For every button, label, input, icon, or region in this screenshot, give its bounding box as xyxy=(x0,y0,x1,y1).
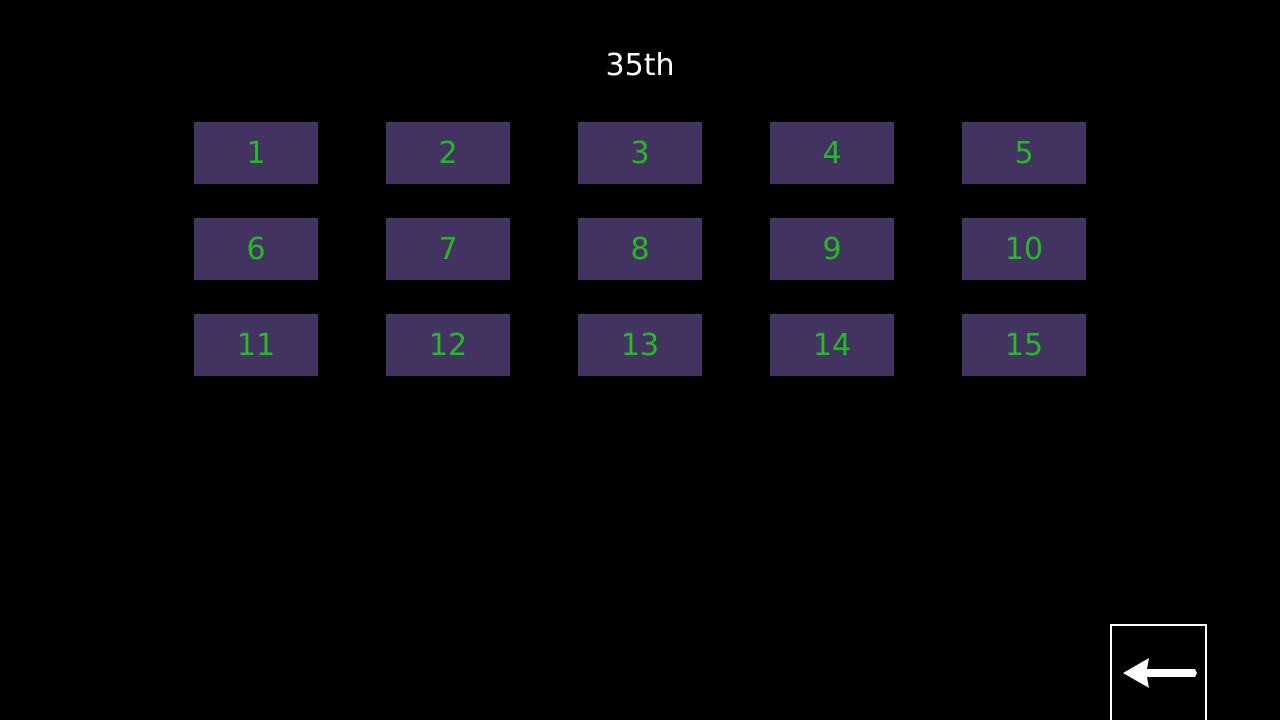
level-button-13[interactable]: 13 xyxy=(578,314,702,376)
level-button-9[interactable]: 9 xyxy=(770,218,894,280)
level-button-12[interactable]: 12 xyxy=(386,314,510,376)
level-button-6[interactable]: 6 xyxy=(194,218,318,280)
level-button-14[interactable]: 14 xyxy=(770,314,894,376)
left-arrow-icon xyxy=(1122,658,1197,688)
level-button-1[interactable]: 1 xyxy=(194,122,318,184)
level-button-2[interactable]: 2 xyxy=(386,122,510,184)
level-grid: 1 2 3 4 5 6 7 8 9 10 11 12 13 14 15 xyxy=(194,122,1086,376)
level-button-15[interactable]: 15 xyxy=(962,314,1086,376)
page-title: 35th xyxy=(605,48,675,83)
level-button-4[interactable]: 4 xyxy=(770,122,894,184)
level-button-5[interactable]: 5 xyxy=(962,122,1086,184)
level-button-10[interactable]: 10 xyxy=(962,218,1086,280)
level-button-3[interactable]: 3 xyxy=(578,122,702,184)
level-button-7[interactable]: 7 xyxy=(386,218,510,280)
level-button-11[interactable]: 11 xyxy=(194,314,318,376)
back-button[interactable] xyxy=(1110,624,1207,720)
level-button-8[interactable]: 8 xyxy=(578,218,702,280)
